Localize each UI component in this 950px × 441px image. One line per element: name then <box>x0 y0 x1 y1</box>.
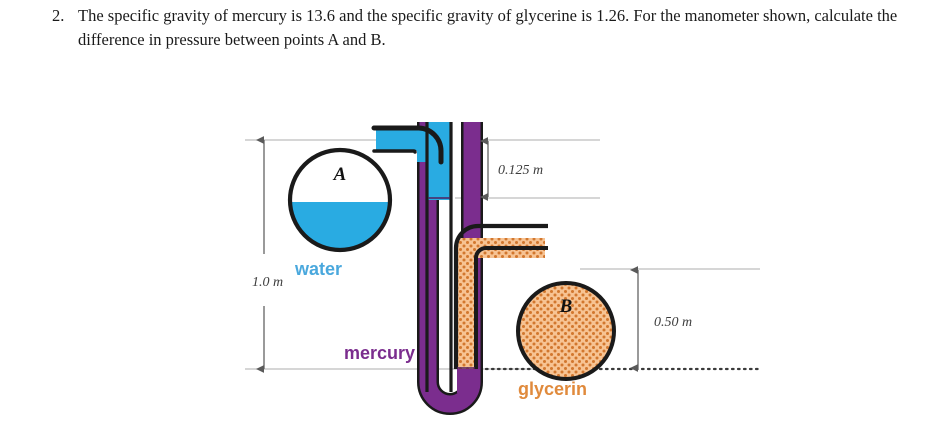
glycerin-label: glycerin <box>518 379 587 399</box>
vessel-b-outline <box>516 281 616 381</box>
glycerin-elbow-fill <box>456 238 476 272</box>
mercury-in-right-leg <box>457 369 475 393</box>
vessel-b: B <box>516 281 616 381</box>
vessel-b-glycerin <box>518 283 614 379</box>
problem-text: The specific gravity of mercury is 13.6 … <box>78 6 898 49</box>
vessel-a-outline <box>287 147 393 253</box>
water-elbow-outline-outer <box>371 125 444 165</box>
glycerin-tube-outline-outer <box>453 223 548 369</box>
mercury-label: mercury <box>344 343 415 363</box>
vessel-b-label: B <box>559 296 573 317</box>
glycerin-tube-outline-inner <box>474 246 548 369</box>
vessel-a: A <box>287 147 393 253</box>
water-label: water <box>294 259 342 279</box>
vessel-a-label: A <box>333 164 347 185</box>
vessel-b-glycerin-fill <box>518 283 614 379</box>
dimension-050m: 0.50 m <box>630 266 692 372</box>
problem-statement: 2. The specific gravity of mercury is 13… <box>52 4 932 52</box>
dimension-0125m-label: 0.125 m <box>498 163 543 178</box>
dimension-0125m: 0.125 m <box>480 137 543 201</box>
dimension-1m-label: 1.0 m <box>252 275 283 290</box>
water-elbow-outline-inner <box>372 149 417 154</box>
left-leg-edges <box>425 122 453 392</box>
manometer-diagram: A B water mercury glycerin <box>245 122 762 415</box>
right-leg-interface <box>457 367 475 393</box>
dimension-1m: 1.0 m <box>252 136 283 373</box>
dimension-050m-label: 0.50 m <box>654 315 692 330</box>
glycerin-branch <box>453 223 548 369</box>
problem-number: 2. <box>52 6 65 25</box>
glycerin-column <box>456 258 476 369</box>
problem-row: 2. The specific gravity of mercury is 13… <box>52 4 932 52</box>
